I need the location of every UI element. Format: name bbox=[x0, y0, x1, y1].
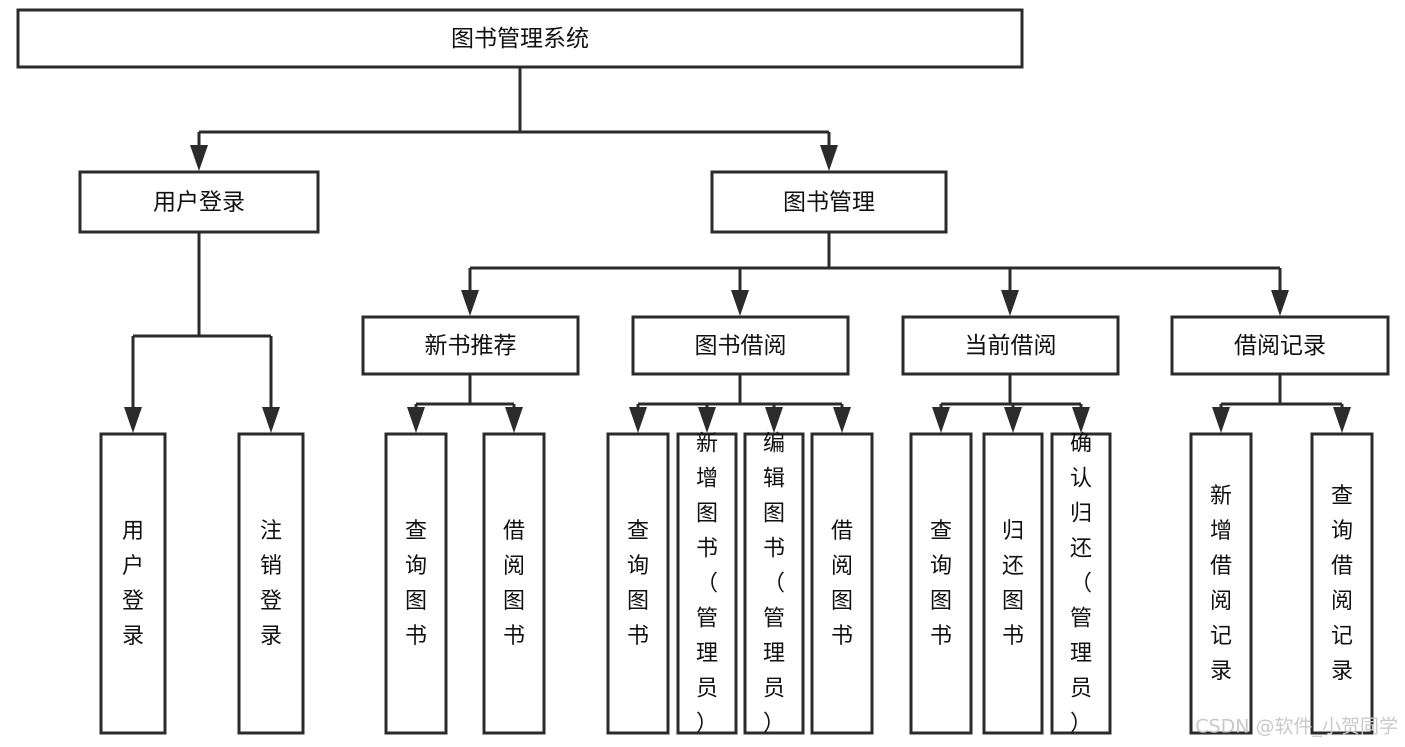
node-level3-3-借阅记录[interactable]: 借阅记录 bbox=[1170, 315, 1390, 376]
node-label: 查询图书 bbox=[930, 519, 952, 649]
arrow-head-icon bbox=[1072, 407, 1090, 433]
node-box[interactable] bbox=[606, 432, 670, 735]
arrow-head-icon bbox=[1001, 290, 1019, 316]
node-box[interactable] bbox=[482, 432, 546, 735]
node-level2-1-图书管理[interactable]: 图书管理 bbox=[710, 170, 948, 234]
node-box[interactable] bbox=[361, 315, 580, 376]
connector-group-borrow-to-leaves bbox=[629, 374, 851, 433]
node-box[interactable] bbox=[901, 315, 1120, 376]
arrow-head-icon bbox=[1004, 407, 1022, 433]
node-level3-2-当前借阅[interactable]: 当前借阅 bbox=[901, 315, 1120, 376]
node-label: 借阅图书 bbox=[831, 519, 853, 649]
node-box[interactable] bbox=[237, 432, 305, 735]
connector-layer bbox=[124, 67, 1351, 433]
node-label: 归还图书 bbox=[1002, 519, 1024, 649]
arrow-head-icon bbox=[765, 407, 783, 433]
arrow-head-icon bbox=[190, 145, 208, 171]
csdn-watermark: CSDN @软件_小贺同学 bbox=[1195, 716, 1398, 738]
arrow-head-icon bbox=[629, 407, 647, 433]
node-label: 图书管理 bbox=[783, 190, 875, 216]
node-label: 借阅图书 bbox=[503, 519, 525, 649]
node-box[interactable] bbox=[1189, 432, 1253, 735]
node-box[interactable] bbox=[743, 432, 805, 735]
node-box[interactable] bbox=[1050, 432, 1112, 735]
node-box[interactable] bbox=[810, 432, 874, 735]
connector-group-current-borrow-to-leaves bbox=[932, 374, 1090, 433]
arrow-head-icon bbox=[407, 407, 425, 433]
node-label: 用户登录 bbox=[122, 519, 144, 649]
node-leaf-1-注销登录[interactable]: 注销登录 bbox=[237, 432, 305, 735]
node-level2-0-用户登录[interactable]: 用户登录 bbox=[78, 170, 320, 234]
node-root-图书管理系统[interactable]: 图书管理系统 bbox=[16, 8, 1024, 69]
connector-group-root-to-level2 bbox=[190, 67, 838, 171]
node-label: 查询借阅记录 bbox=[1331, 484, 1353, 684]
node-layer: 图书管理系统用户登录图书管理新书推荐图书借阅当前借阅借阅记录用户登录注销登录查询… bbox=[16, 8, 1390, 737]
node-label: 查询图书 bbox=[405, 519, 427, 649]
arrow-head-icon bbox=[820, 145, 838, 171]
arrow-head-icon bbox=[698, 407, 716, 433]
node-label: 编辑图书（管理员） bbox=[763, 432, 785, 737]
node-leaf-8-查询图书[interactable]: 查询图书 bbox=[909, 432, 973, 735]
node-box[interactable] bbox=[16, 8, 1024, 69]
connector-group-records-to-leaves bbox=[1212, 374, 1351, 433]
arrow-head-icon bbox=[1271, 290, 1289, 316]
node-leaf-9-归还图书[interactable]: 归还图书 bbox=[982, 432, 1044, 735]
node-leaf-4-查询图书[interactable]: 查询图书 bbox=[606, 432, 670, 735]
node-label: 查询图书 bbox=[627, 519, 649, 649]
node-label: 借阅记录 bbox=[1234, 333, 1326, 359]
arrow-head-icon bbox=[1212, 407, 1230, 433]
node-box[interactable] bbox=[676, 432, 738, 735]
node-leaf-6-编辑图书（管理员）[interactable]: 编辑图书（管理员） bbox=[743, 432, 805, 737]
node-box[interactable] bbox=[78, 170, 320, 234]
arrow-head-icon bbox=[505, 407, 523, 433]
node-leaf-2-查询图书[interactable]: 查询图书 bbox=[384, 432, 448, 735]
node-box[interactable] bbox=[384, 432, 448, 735]
node-box[interactable] bbox=[909, 432, 973, 735]
node-level3-1-图书借阅[interactable]: 图书借阅 bbox=[631, 315, 850, 376]
node-leaf-10-确认归还（管理员）[interactable]: 确认归还（管理员） bbox=[1050, 432, 1112, 737]
node-label: 新增借阅记录 bbox=[1210, 484, 1232, 684]
node-label: 图书管理系统 bbox=[451, 26, 589, 52]
node-label: 新书推荐 bbox=[425, 333, 517, 359]
arrow-head-icon bbox=[124, 407, 142, 433]
node-box[interactable] bbox=[1310, 432, 1374, 735]
connector-group-book-mgmt-to-level3 bbox=[461, 232, 1289, 316]
node-leaf-12-查询借阅记录[interactable]: 查询借阅记录 bbox=[1310, 432, 1374, 735]
node-box[interactable] bbox=[710, 170, 948, 234]
node-box[interactable] bbox=[1170, 315, 1390, 376]
node-level3-0-新书推荐[interactable]: 新书推荐 bbox=[361, 315, 580, 376]
node-label: 用户登录 bbox=[153, 190, 245, 216]
connector-group-new-book-to-leaves bbox=[407, 374, 523, 433]
arrow-head-icon bbox=[731, 290, 749, 316]
node-box[interactable] bbox=[982, 432, 1044, 735]
node-leaf-0-用户登录[interactable]: 用户登录 bbox=[99, 432, 167, 735]
connector-group-user-login-to-leaves bbox=[124, 232, 280, 433]
arrow-head-icon bbox=[833, 407, 851, 433]
node-label: 图书借阅 bbox=[695, 333, 787, 359]
node-leaf-11-新增借阅记录[interactable]: 新增借阅记录 bbox=[1189, 432, 1253, 735]
node-leaf-5-新增图书（管理员）[interactable]: 新增图书（管理员） bbox=[676, 432, 738, 737]
arrow-head-icon bbox=[461, 290, 479, 316]
node-leaf-3-借阅图书[interactable]: 借阅图书 bbox=[482, 432, 546, 735]
node-leaf-7-借阅图书[interactable]: 借阅图书 bbox=[810, 432, 874, 735]
node-label: 当前借阅 bbox=[965, 333, 1057, 359]
node-box[interactable] bbox=[631, 315, 850, 376]
arrow-head-icon bbox=[1333, 407, 1351, 433]
node-label: 注销登录 bbox=[260, 519, 282, 649]
node-box[interactable] bbox=[99, 432, 167, 735]
node-label: 确认归还（管理员） bbox=[1070, 432, 1092, 737]
arrow-head-icon bbox=[262, 407, 280, 433]
node-label: 新增图书（管理员） bbox=[696, 432, 718, 737]
arrow-head-icon bbox=[932, 407, 950, 433]
